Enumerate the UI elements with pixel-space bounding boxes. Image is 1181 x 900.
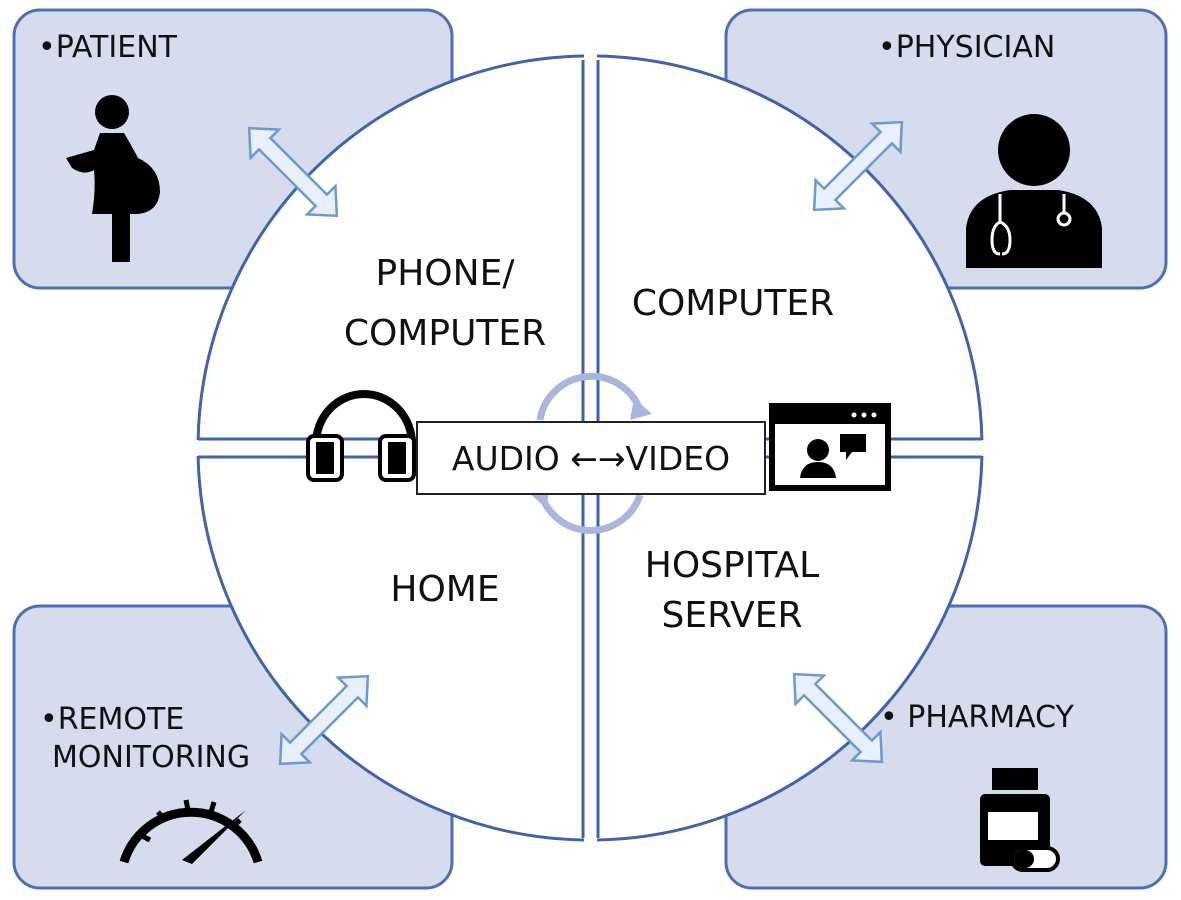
quadrant-bottom-right bbox=[597, 456, 984, 842]
quadrant-bottom-right-line1: HOSPITAL bbox=[644, 545, 820, 586]
quadrant-bottom-left bbox=[196, 456, 584, 842]
quadrant-top-left-line1: PHONE/ bbox=[375, 253, 515, 294]
remote-monitoring-label-line1: •REMOTE bbox=[40, 702, 185, 737]
double-arrow-patient bbox=[247, 126, 339, 218]
remote-monitoring-label-line2: MONITORING bbox=[52, 740, 251, 775]
speedometer-gauge-icon bbox=[119, 799, 263, 864]
audio-video-box: AUDIO ←→VIDEO bbox=[416, 421, 766, 495]
audio-video-label: AUDIO ←→VIDEO bbox=[451, 438, 731, 478]
pharmacy-label: • PHARMACY bbox=[880, 700, 1074, 735]
quadrant-top-right bbox=[597, 54, 984, 440]
quadrant-top-right-label: COMPUTER bbox=[631, 283, 835, 324]
headphones-icon bbox=[306, 390, 416, 482]
video-call-window-icon bbox=[769, 403, 891, 491]
quadrant-bottom-right-line2: SERVER bbox=[661, 595, 803, 636]
patient-label: •PATIENT bbox=[38, 30, 177, 65]
double-arrow-physician bbox=[812, 120, 904, 212]
quadrant-bottom-left-label: HOME bbox=[390, 569, 500, 610]
double-arrow-remote-monitoring bbox=[278, 674, 370, 766]
quadrant-top-left-line2: COMPUTER bbox=[343, 313, 547, 354]
pregnant-woman-icon bbox=[66, 95, 160, 262]
quadrant-top-left bbox=[196, 54, 584, 440]
physician-label: •PHYSICIAN bbox=[878, 30, 1056, 65]
doctor-stethoscope-icon bbox=[966, 114, 1102, 268]
medicine-bottle-pill-icon bbox=[980, 768, 1060, 872]
double-arrow-pharmacy bbox=[792, 672, 884, 764]
